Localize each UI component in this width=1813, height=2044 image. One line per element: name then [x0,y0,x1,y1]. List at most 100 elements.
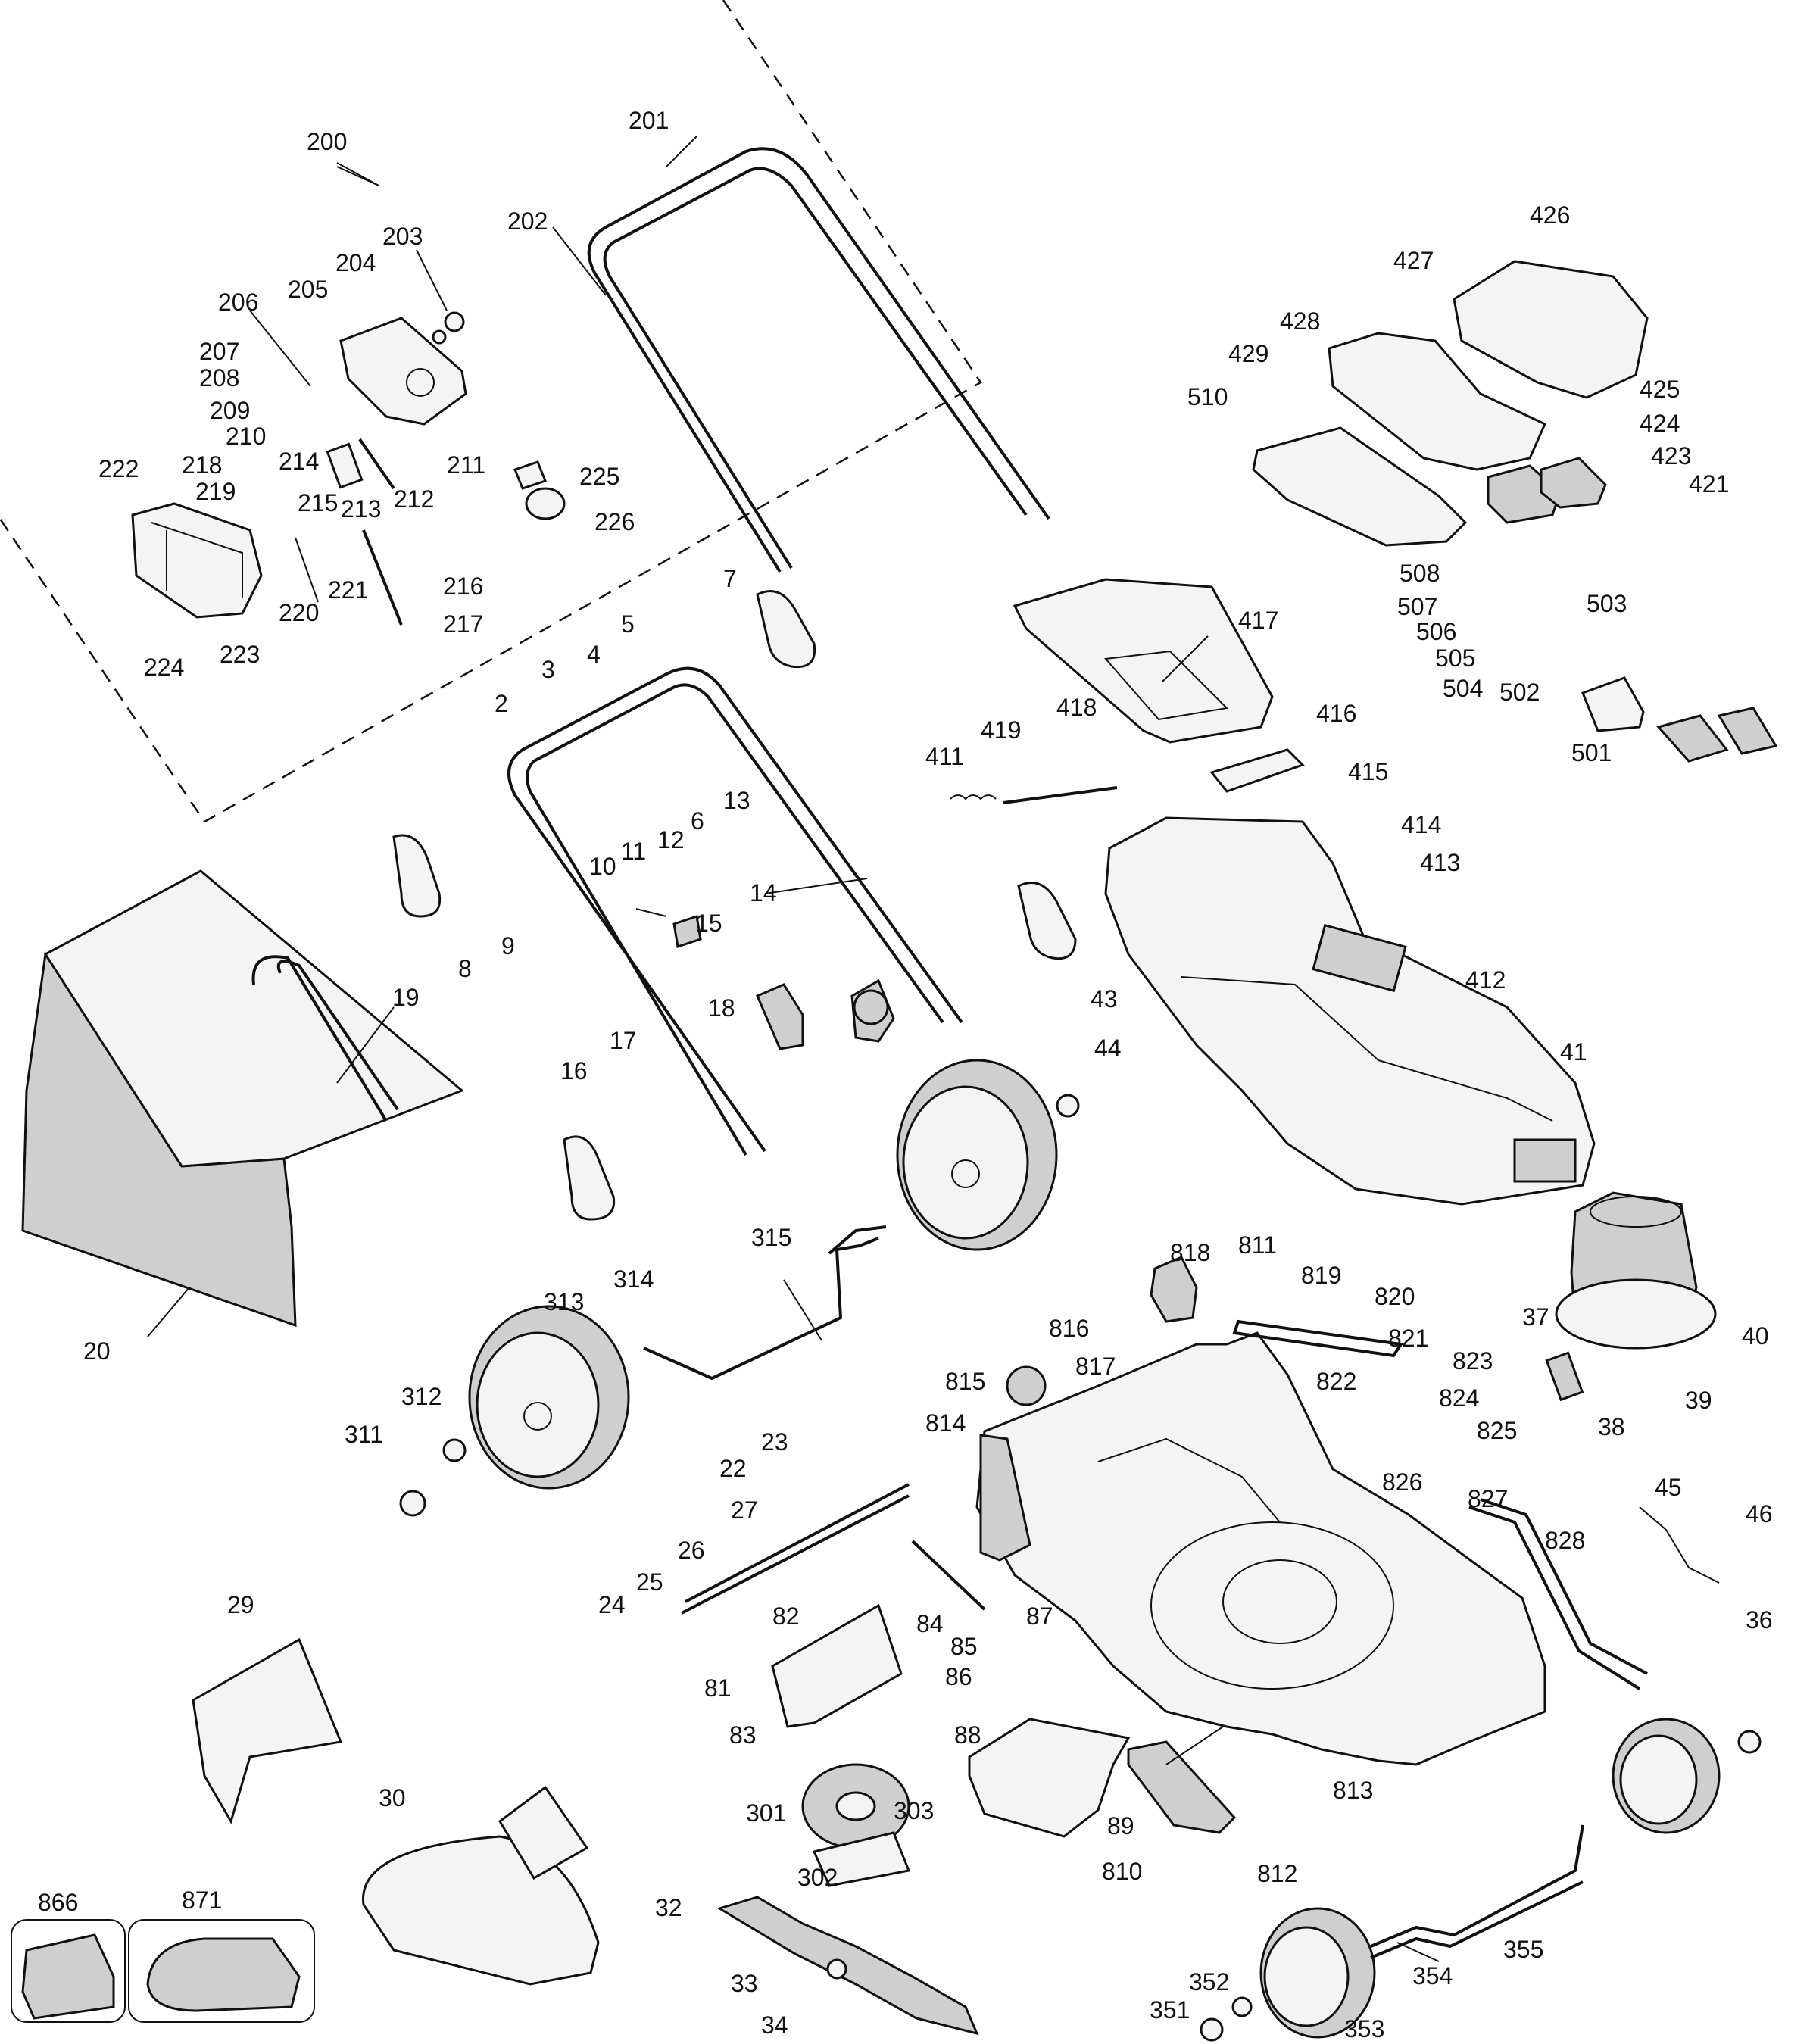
label-16: 16 [560,1057,588,1084]
switch-box [131,502,263,619]
label-412: 412 [1465,966,1506,994]
label-426: 426 [1530,201,1570,229]
label-222: 222 [98,455,139,482]
label-425: 425 [1640,376,1680,403]
label-46: 46 [1746,1500,1773,1528]
label-811a: 811 [1238,1231,1277,1259]
label-8: 8 [458,955,472,982]
label-5: 5 [621,610,635,638]
label-226: 226 [594,508,635,535]
battery-lid [1453,260,1649,399]
label-355: 355 [1503,1936,1543,1963]
label-86: 86 [945,1663,972,1690]
label-208: 208 [199,364,239,392]
part-number-labels: 200 201 202 203 204 205 206 207 208 209 … [38,107,1773,2042]
label-414: 414 [1401,811,1441,838]
label-421: 421 [1689,470,1729,498]
label-213: 213 [341,495,381,523]
label-20: 20 [83,1337,111,1365]
label-17: 17 [610,1027,637,1054]
label-45: 45 [1655,1474,1682,1501]
motor-cover [1104,816,1596,1206]
label-818: 818 [1170,1239,1210,1266]
label-429: 429 [1228,340,1268,367]
label-826: 826 [1382,1468,1422,1496]
label-352: 352 [1189,1968,1229,1996]
battery-box [11,1919,126,2023]
label-11: 11 [621,838,646,865]
label-15: 15 [695,910,722,937]
label-38: 38 [1598,1413,1625,1440]
label-36: 36 [1746,1606,1773,1634]
label-200: 200 [307,128,347,155]
label-85: 85 [950,1633,978,1660]
lower-handle [507,666,963,1153]
label-88: 88 [954,1721,981,1749]
label-866: 866 [38,1889,78,1916]
label-29: 29 [227,1591,254,1618]
label-212: 212 [394,485,434,513]
label-201: 201 [629,107,669,134]
label-504: 504 [1443,675,1483,702]
label-428: 428 [1280,307,1320,335]
label-82: 82 [772,1602,800,1630]
label-501: 501 [1571,739,1612,766]
label-211: 211 [447,451,485,479]
label-25: 25 [636,1568,663,1596]
label-30: 30 [379,1784,406,1812]
label-34: 34 [761,2011,788,2039]
height-gear [1006,1365,1047,1406]
label-871: 871 [182,1886,222,1914]
label-10: 10 [589,853,616,880]
compartment-tray [1252,426,1468,547]
label-207: 207 [199,338,239,365]
label-40: 40 [1742,1322,1769,1350]
label-14: 14 [750,879,777,907]
label-218: 218 [182,451,222,479]
label-27: 27 [731,1496,758,1524]
label-303: 303 [894,1797,934,1824]
label-3: 3 [541,656,555,683]
label-87: 87 [1026,1602,1053,1630]
label-810: 810 [1102,1858,1142,1885]
label-210: 210 [226,423,266,450]
label-41: 41 [1560,1038,1587,1066]
handle-knob-lower [563,1135,616,1221]
label-503: 503 [1587,590,1627,617]
label-2: 2 [495,690,508,717]
label-217: 217 [443,610,483,638]
label-314: 314 [613,1265,654,1293]
handle-kit-outline [0,0,982,823]
label-216: 216 [443,573,483,600]
label-821: 821 [1388,1325,1428,1352]
label-819: 819 [1301,1262,1341,1289]
label-416: 416 [1316,700,1356,727]
label-505: 505 [1435,644,1475,672]
label-37: 37 [1522,1303,1549,1331]
battery-compartment [1328,332,1546,471]
label-824: 824 [1439,1384,1479,1412]
label-204: 204 [335,249,376,276]
label-312: 312 [401,1383,442,1410]
label-353: 353 [1344,2015,1384,2042]
label-814: 814 [925,1409,966,1437]
label-413: 413 [1420,849,1460,876]
label-417: 417 [1238,607,1278,634]
label-302: 302 [797,1864,838,1891]
mulch-plug [192,1637,343,1824]
label-44: 44 [1094,1034,1122,1062]
label-424: 424 [1640,410,1680,437]
charger-box [128,1919,315,2023]
label-26: 26 [678,1537,705,1564]
label-415: 415 [1348,758,1388,785]
label-33: 33 [731,1970,758,1997]
label-220: 220 [279,599,319,626]
height-adjust-bar [1468,1506,1641,1690]
label-510: 510 [1187,383,1228,410]
label-39: 39 [1685,1387,1712,1414]
label-202: 202 [507,208,548,235]
label-23: 23 [761,1428,788,1456]
label-224: 224 [144,654,184,681]
label-13: 13 [723,787,750,814]
